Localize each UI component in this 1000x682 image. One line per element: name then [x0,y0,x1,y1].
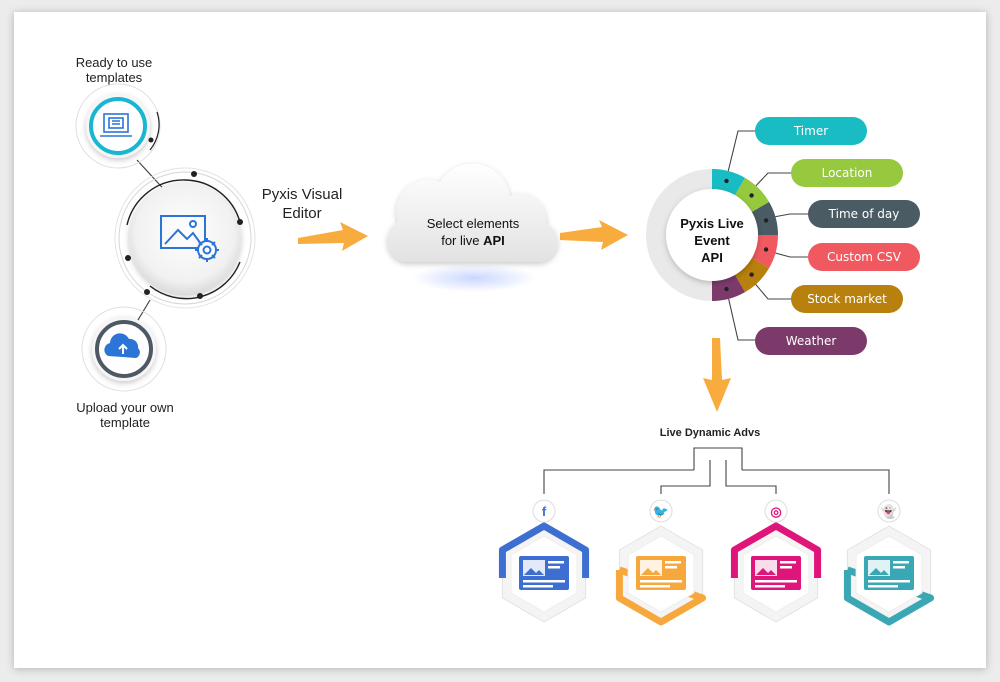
adv-card[interactable] [730,522,822,623]
image-settings-icon [160,215,219,262]
flow-arrows [298,220,731,412]
svg-text:◎: ◎ [770,504,781,519]
live-event-api-hub[interactable] [646,130,808,341]
output-title: Live Dynamic Advs [659,427,761,439]
cloud-line1: Select elements [426,216,520,231]
svg-text:f: f [542,504,547,519]
cloud-upload-icon [104,333,140,358]
hub-line3: API [701,250,723,265]
hub-line2: Event [694,233,730,248]
cloud-label: Select elements for live API [410,215,536,249]
editor-cluster [75,83,256,392]
upload-disc[interactable] [81,306,167,392]
adv-card[interactable] [843,525,935,626]
hub-segment [751,202,778,235]
pill-stock-market[interactable]: Stock market [791,285,903,313]
templates-disc[interactable] [75,83,161,169]
pill-weather[interactable]: Weather [755,327,867,355]
upload-label: Upload your own template [76,400,174,430]
facebook-icon[interactable]: f [532,499,556,523]
twitter-icon[interactable]: 🐦 [649,499,673,523]
adv-card[interactable] [498,522,590,623]
hub-segment-dot [763,247,769,252]
output-tree [543,447,890,494]
hub-segment-dot [749,193,754,198]
templates-icon [100,113,132,137]
snapchat-icon[interactable]: 👻 [877,499,901,523]
adv-cards: f 🐦 ◎ 👻 [498,499,935,626]
hub-segment [712,169,745,196]
pill-custom-csv[interactable]: Custom CSV [808,243,920,271]
hub-segment [751,235,778,268]
select-elements-cloud[interactable] [387,163,558,292]
hub-line1: Pyxis Live [680,216,744,231]
svg-text:🐦: 🐦 [653,504,669,519]
pill-time-of-day[interactable]: Time of day [808,200,920,228]
hub-ring-segments [712,169,778,301]
cloud-line2-bold: API [483,233,505,248]
adv-card[interactable] [615,525,707,626]
svg-text:👻: 👻 [881,503,897,520]
hub-ring-dots [724,178,769,292]
hub-segment-dot [749,272,754,277]
templates-label: Ready to use templates [75,55,153,85]
editor-label: Pyxis Visual Editor [261,186,343,222]
hub-segment-dot [724,286,729,292]
hub-segment-dot [724,178,729,184]
hub-label: Pyxis Live Event API [672,215,752,266]
pill-location[interactable]: Location [791,159,903,187]
hub-segment-dot [763,218,769,223]
arrow-editor-to-cloud [298,222,368,251]
hub-segment [712,274,745,301]
arrow-cloud-to-hub [560,220,628,250]
pill-timer[interactable]: Timer [755,117,867,145]
cloud-line2: for live [441,233,484,248]
arrow-hub-to-advs [703,338,731,412]
instagram-icon[interactable]: ◎ [764,499,788,523]
hub-connectors [727,130,808,341]
visual-editor-disc[interactable] [114,167,256,309]
